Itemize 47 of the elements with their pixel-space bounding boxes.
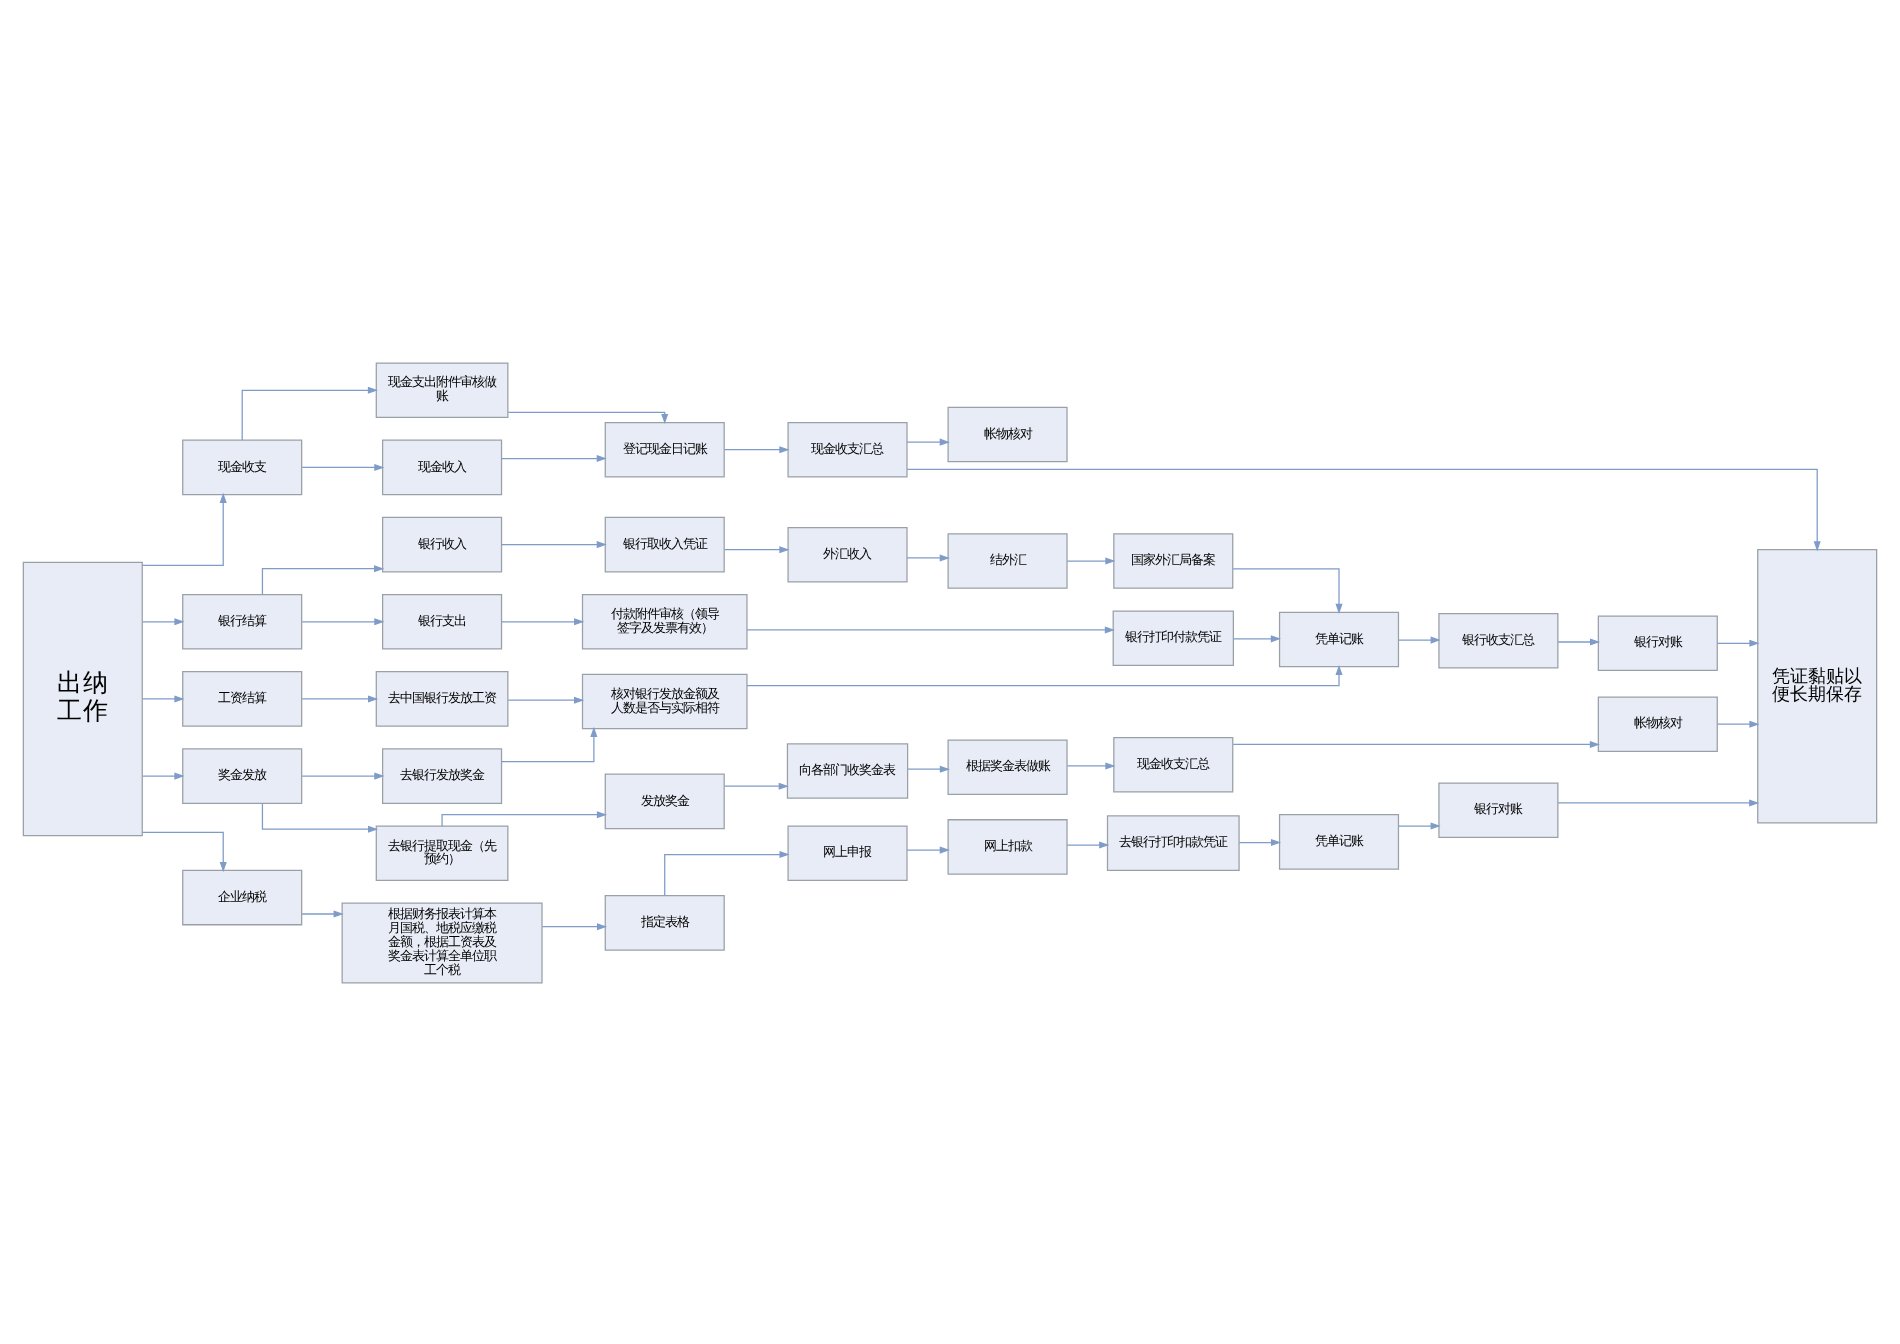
arrow (507, 695, 585, 703)
arrow (501, 617, 585, 625)
arrow (906, 553, 950, 561)
arrow (1232, 567, 1343, 613)
arrow (441, 810, 607, 826)
arrow (746, 625, 1115, 633)
arrow (241, 385, 378, 440)
arrow (261, 564, 385, 594)
arrow (301, 771, 385, 779)
arrow (1066, 840, 1110, 848)
arrow (141, 617, 185, 625)
arrow (141, 830, 227, 872)
arrow (501, 540, 607, 548)
node-box: 凭证黏贴以便长期保存 (1757, 548, 1878, 823)
arrow (1238, 837, 1282, 846)
arrow (1398, 821, 1441, 829)
arrow (1232, 739, 1600, 748)
arrow (906, 845, 950, 853)
arrow (723, 545, 790, 553)
arrow (723, 781, 789, 789)
arrow (501, 454, 607, 462)
arrow (261, 802, 379, 832)
arrow (541, 922, 608, 930)
arrow (141, 491, 227, 566)
arrow (501, 725, 598, 762)
arrow (507, 410, 669, 424)
arrow (301, 694, 379, 702)
arrow (906, 437, 950, 445)
arrow (746, 663, 1343, 686)
arrow (907, 764, 950, 772)
arrow (1066, 556, 1116, 564)
arrow (1398, 635, 1441, 643)
arrow (1716, 638, 1760, 646)
arrow (1716, 719, 1760, 727)
arrow (301, 617, 385, 625)
arrow (1232, 634, 1281, 642)
arrow (141, 771, 185, 779)
arrow (723, 445, 790, 453)
arrow (1557, 637, 1601, 645)
arrow (301, 462, 385, 470)
arrow (906, 467, 1821, 551)
arrow (141, 694, 185, 702)
arrow (301, 909, 344, 917)
node-box: 出纳工作 (22, 560, 143, 836)
arrow (664, 850, 790, 896)
arrow (1066, 761, 1116, 769)
arrow (1557, 798, 1760, 806)
